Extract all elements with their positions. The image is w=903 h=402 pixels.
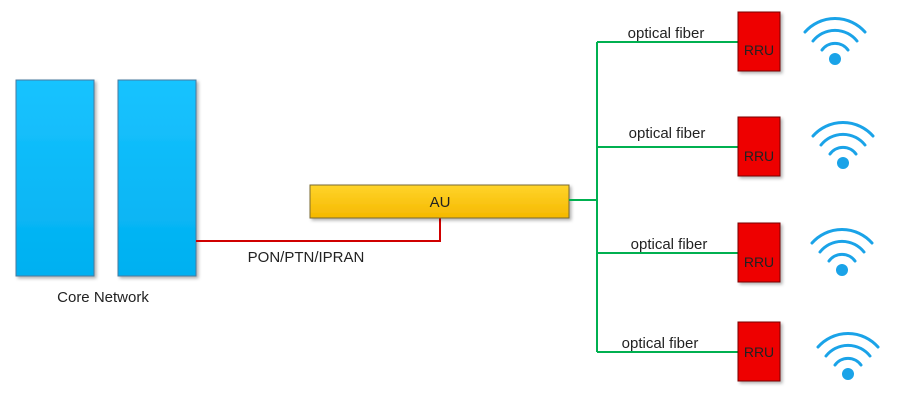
core-network: Core Network	[15, 79, 197, 306]
wifi-icon	[803, 17, 867, 65]
rru-box	[737, 222, 781, 283]
wifi-icon	[811, 121, 875, 169]
au-box	[309, 184, 570, 219]
backhaul-line	[196, 218, 441, 242]
core-server-left	[15, 79, 95, 277]
rru-box	[737, 321, 781, 382]
branch-1: optical fiber RRU	[597, 116, 875, 177]
core-network-label: Core Network	[57, 289, 149, 306]
au-unit: AU	[309, 184, 570, 219]
fiber-label: optical fiber	[622, 335, 699, 352]
rru-label: RRU	[744, 344, 774, 360]
rru-label: RRU	[744, 148, 774, 164]
fiber-label: optical fiber	[631, 236, 708, 253]
fiber-label: optical fiber	[629, 125, 706, 142]
branch-0: optical fiber RRU	[597, 11, 867, 72]
fiber-label: optical fiber	[628, 25, 705, 42]
rru-box	[737, 116, 781, 177]
rru-label: RRU	[744, 42, 774, 58]
wifi-icon	[816, 332, 880, 380]
core-server-right	[117, 79, 197, 277]
branch-2: optical fiber RRU	[597, 222, 874, 283]
au-label: AU	[430, 194, 451, 211]
rru-box	[737, 11, 781, 72]
wifi-icon	[810, 228, 874, 276]
branch-3: optical fiber RRU	[597, 321, 880, 382]
rru-label: RRU	[744, 254, 774, 270]
backhaul-label: PON/PTN/IPRAN	[248, 249, 365, 266]
backhaul-link: PON/PTN/IPRAN	[196, 218, 441, 266]
fronthaul-trunk	[569, 42, 598, 352]
